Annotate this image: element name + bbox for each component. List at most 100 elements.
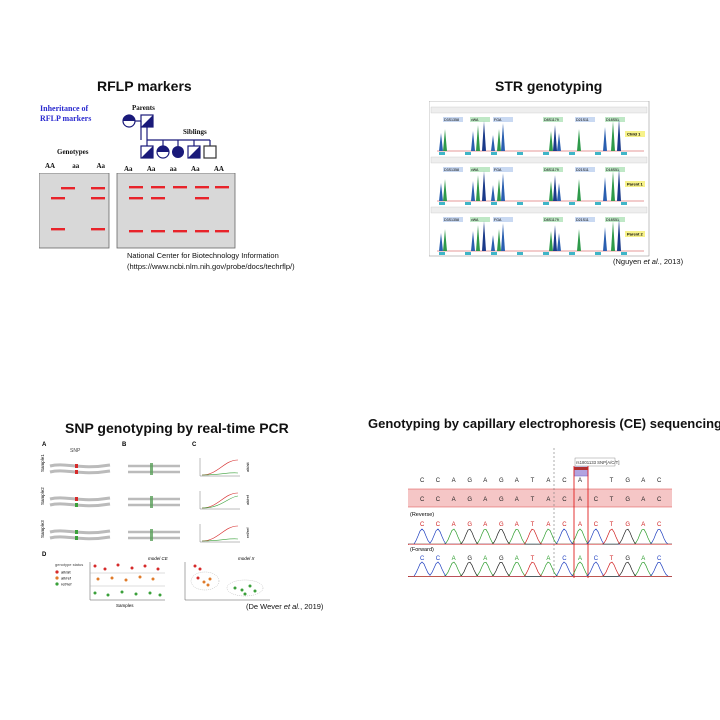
str-peak: [471, 181, 475, 201]
ce-seq-base: C: [420, 497, 425, 503]
rflp-source: National Center for Biotechnology Inform…: [127, 251, 295, 271]
str-marker-box: [575, 167, 595, 172]
ce-seq-base: A: [483, 497, 487, 503]
ce-ref-base: A: [546, 478, 550, 484]
str-peak: [497, 179, 501, 201]
snp-scatter-point: [138, 575, 142, 579]
str-peak: [611, 121, 615, 151]
str-peak: [439, 133, 443, 151]
str-peak: [577, 129, 581, 151]
snp-scatter-point: [103, 567, 107, 571]
snp-scatter-point: [253, 589, 257, 593]
ce-forward-base: C: [657, 556, 662, 562]
rflp-band: [195, 197, 209, 200]
ce-reverse-base: G: [467, 522, 472, 528]
snp-model2: model X: [238, 556, 256, 561]
ce-trace: [408, 528, 672, 545]
str-peak: [482, 121, 486, 151]
ce-forward-base: G: [467, 556, 472, 562]
ce-forward-base: A: [641, 556, 645, 562]
ce-ref-base: T: [610, 478, 614, 484]
ce-reverse-base: C: [594, 522, 599, 528]
ce-forward-base: T: [610, 556, 614, 562]
str-marker-box: [443, 117, 463, 122]
str-peak: [497, 229, 501, 251]
str-marker-label: D3S1358: [444, 168, 459, 172]
str-peak: [617, 119, 621, 151]
ce-reverse-base: T: [610, 522, 614, 528]
ce-ref-base: A: [641, 478, 645, 484]
str-panel-label: Child 1: [627, 132, 641, 137]
str-marker-box: [443, 217, 463, 222]
ce-ref-base: C: [562, 478, 567, 484]
str-peak: [549, 231, 553, 251]
rflp-band: [215, 230, 229, 233]
rflp-band: [151, 186, 165, 189]
snp-panel-b: B: [122, 442, 127, 448]
str-title: STR genotyping: [495, 78, 603, 94]
ce-seq-base: C: [657, 497, 662, 503]
ce-forward-base: A: [515, 556, 519, 562]
rflp-band: [173, 186, 187, 189]
str-marker-label: D18S51: [606, 118, 619, 122]
ce-ref-base: A: [452, 478, 456, 484]
ce-reverse-base: C: [420, 522, 425, 528]
str-peak: [557, 133, 561, 151]
ce-ref-base: C: [436, 478, 441, 484]
ce-snp-tag: rs1801133 SNP[A/C/T]: [576, 460, 619, 465]
str-marker-label: D21S11: [576, 218, 589, 222]
snp-scatter-point: [96, 577, 100, 581]
str-peak: [497, 129, 501, 151]
str-marker-box: [605, 217, 625, 222]
snp-allele-label: ref/ref: [245, 527, 250, 538]
snp-scatter-point: [193, 564, 197, 568]
str-panel-label: Parent 1: [627, 182, 644, 187]
rflp-pedigree: [122, 114, 217, 159]
str-marker-label: D21S11: [576, 118, 589, 122]
snp-legend-1: alt/ref: [61, 576, 72, 581]
snp-panel-a: A: [42, 442, 47, 448]
snp-legend-0: alt/alt: [61, 570, 71, 575]
str-peak: [476, 225, 480, 251]
snp-scatter-point: [198, 567, 202, 571]
snp-citation: (De Wever et al., 2019): [246, 602, 324, 611]
str-marker-box: [543, 167, 563, 172]
str-peak: [617, 219, 621, 251]
str-peak: [471, 231, 475, 251]
ce-reverse-base: G: [499, 522, 504, 528]
str-peak: [549, 181, 553, 201]
ce-forward-base: A: [578, 556, 582, 562]
str-marker-box: [470, 167, 490, 172]
ce-reverse-base: A: [546, 522, 550, 528]
str-peak: [603, 227, 607, 251]
ce-trace: [408, 561, 672, 577]
str-marker-box: [493, 217, 513, 222]
str-marker-label: D8S1179: [544, 168, 559, 172]
snp-scatter-point: [240, 588, 244, 592]
str-marker-label: FGA: [494, 118, 502, 122]
ce-seq-base: G: [499, 497, 504, 503]
str-peak: [611, 171, 615, 201]
str-peak: [491, 235, 495, 251]
snp-panel-d: D: [42, 552, 47, 558]
ce-seq-base: A: [578, 497, 582, 503]
ce-reverse-base: C: [436, 522, 441, 528]
ce-reverse-base: A: [483, 522, 487, 528]
snp-scatter-point: [196, 576, 200, 580]
ce-forward-base: A: [483, 556, 487, 562]
str-marker-box: [470, 117, 490, 122]
str-citation: (Nguyen et al., 2013): [613, 257, 684, 266]
str-peak: [501, 123, 505, 151]
ce-reverse-base: A: [515, 522, 519, 528]
snp-x-label: Samples: [116, 603, 134, 608]
snp-sample-label: Sample3: [40, 520, 45, 538]
ce-forward-base: C: [594, 556, 599, 562]
rflp-band: [91, 228, 105, 231]
snp-scatter-point: [202, 580, 206, 584]
str-marker-label: D8S1179: [544, 118, 559, 122]
snp-scatter-point: [93, 564, 97, 568]
snp-scatter-point: [93, 591, 97, 595]
snp-model1: model CE: [148, 556, 169, 561]
ce-reverse-base: A: [452, 522, 456, 528]
ce-reverse-base: G: [625, 522, 630, 528]
